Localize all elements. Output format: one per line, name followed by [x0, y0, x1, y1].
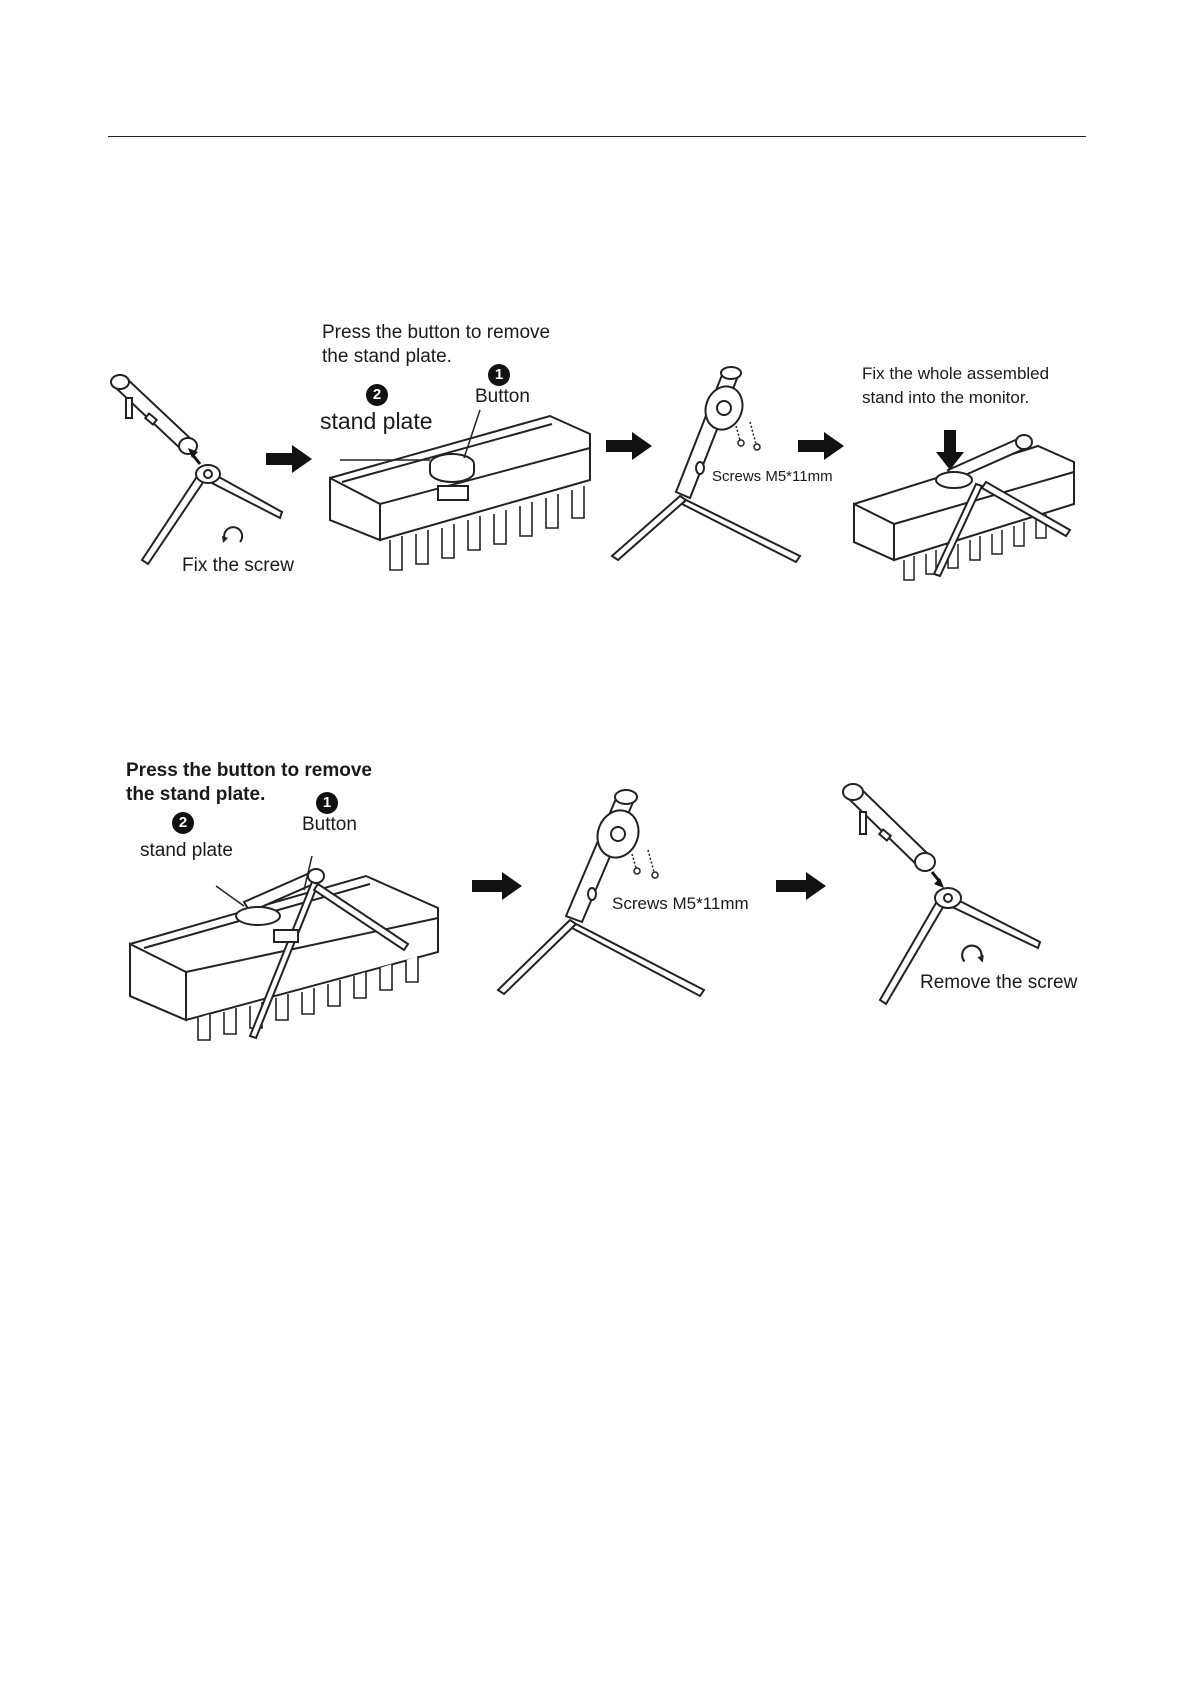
callout-number-1: 1 [316, 792, 338, 814]
press-button-instruction-line1: Press the button to remove [126, 760, 372, 782]
press-button-instruction-line1: Press the button to remove [322, 322, 550, 344]
disassembly-step2-figure: Screws M5*11mm [494, 784, 724, 1000]
fix-stand-instruction-line1: Fix the whole assembled [862, 364, 1049, 384]
right-arrow-icon [798, 432, 844, 460]
fix-screw-caption: Fix the screw [182, 555, 294, 577]
disassembly-step3-figure: Remove the screw [840, 772, 1070, 1012]
screw-icon [736, 422, 760, 450]
screws-spec-caption: Screws M5*11mm [612, 894, 749, 914]
remove-screw-caption: Remove the screw [920, 972, 1077, 994]
rotate-screw-icon [958, 940, 986, 968]
fix-stand-instruction-line2: stand into the monitor. [862, 388, 1029, 408]
rotate-screw-icon [220, 522, 246, 548]
button-label: Button [302, 814, 357, 836]
callout-number-2: 2 [172, 812, 194, 834]
screw-icon [632, 850, 658, 878]
right-arrow-icon [776, 872, 826, 900]
header-rule [108, 136, 1086, 137]
monitor-with-stand-illustration [126, 856, 446, 1046]
monitor-with-stand-illustration [848, 420, 1084, 590]
right-arrow-icon [266, 445, 312, 473]
callout-number-1: 1 [488, 364, 510, 386]
assembly-step3-figure: Screws M5*11mm [604, 360, 824, 570]
stand-with-screws-illustration [604, 360, 824, 570]
press-button-instruction-line2: the stand plate. [322, 346, 452, 368]
screws-spec-caption: Screws M5*11mm [712, 468, 833, 485]
press-button-instruction-line2: the stand plate. [126, 784, 265, 806]
stand-with-screws-illustration [494, 784, 724, 1000]
monitor-back-illustration [320, 400, 600, 600]
